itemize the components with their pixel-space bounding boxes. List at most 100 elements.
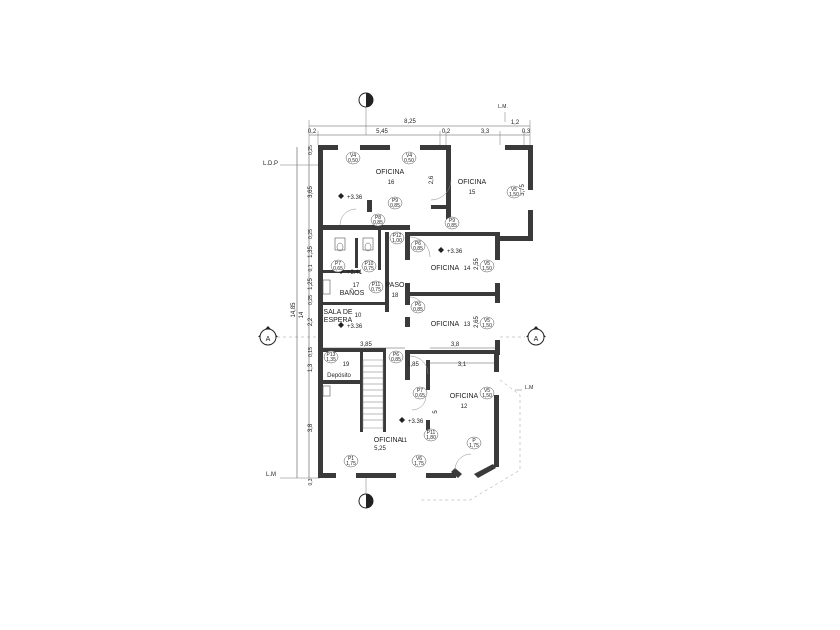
svg-text:P7: P7	[335, 261, 341, 267]
tag-v5-d: V51,50	[479, 386, 495, 400]
tag-p8: P80,85	[370, 213, 386, 227]
tag-p6-b: P60,85	[410, 300, 426, 314]
svg-text:1,35: 1,35	[326, 357, 336, 363]
tag-p9-a: P90,85	[387, 196, 403, 210]
dim-inner-d6: 3,8	[451, 342, 460, 348]
svg-text:V5: V5	[511, 187, 517, 193]
svg-text:0,85: 0,85	[413, 246, 423, 252]
svg-text:P6: P6	[393, 352, 399, 358]
dim-top-b: 5,45	[376, 129, 388, 135]
svg-text:P11: P11	[427, 430, 436, 436]
room-name-16: OFICINA	[376, 169, 405, 176]
room-name-13: OFICINA	[431, 321, 460, 328]
svg-text:1,50: 1,50	[482, 393, 492, 399]
room-name-12: OFICINA	[450, 393, 479, 400]
room-name-11: OFICINA	[374, 437, 403, 444]
room-name-15: OFICINA	[458, 179, 487, 186]
level-markers: +3.36 +3.36 +3.41 +3.36 +3.36	[338, 193, 463, 425]
room-name-17: BAÑOS	[340, 288, 365, 297]
dim-inner-d1: 2,6	[429, 175, 435, 184]
svg-text:V5: V5	[484, 261, 490, 267]
room-name2-10: ESPERA	[324, 317, 353, 324]
dim-inner-d5: 3,85	[360, 342, 372, 348]
svg-text:V4: V4	[406, 153, 412, 159]
tag-p1: P11,75	[343, 454, 359, 468]
inner-dimensions: 2,6 3,75 2,55 2,65 3,85 3,8 1,85 3,1 5 5…	[323, 175, 533, 452]
property-line	[420, 379, 521, 501]
svg-text:V4: V4	[350, 153, 356, 159]
tag-p6-a: P60,85	[410, 239, 426, 253]
svg-text:0,75: 0,75	[371, 287, 381, 293]
room-labels: OFICINA 16 OFICINA 15 OFICINA 14 OFICINA…	[323, 169, 486, 444]
svg-text:0,75: 0,75	[364, 266, 374, 272]
svg-text:P11: P11	[372, 282, 381, 288]
north-marker-bottom	[358, 478, 374, 509]
dim-left-c: 0,25	[308, 229, 314, 239]
svg-text:P13: P13	[327, 352, 336, 358]
dim-top-c: 0,2	[442, 129, 451, 135]
svg-text:0,65: 0,65	[333, 266, 343, 272]
svg-text:P1: P1	[348, 456, 354, 462]
lm-right-label: L.M	[525, 385, 533, 391]
svg-text:0,85: 0,85	[447, 223, 457, 229]
svg-text:1,80: 1,80	[426, 435, 436, 441]
dim-inner-d3: 2,55	[474, 258, 480, 270]
svg-text:P6: P6	[415, 241, 421, 247]
tag-v6: V61,75	[411, 454, 427, 468]
svg-text:1,75: 1,75	[346, 461, 356, 467]
svg-text:1,50: 1,50	[509, 192, 519, 198]
room-num-17: 17	[353, 283, 360, 289]
room-num-13: 13	[464, 322, 471, 328]
dim-left-e: 0,1	[308, 264, 314, 271]
lm-top-label: L.M.	[498, 104, 508, 110]
stairs	[362, 359, 384, 429]
svg-text:0,50: 0,50	[348, 158, 358, 164]
room-name-18: PASO	[386, 282, 405, 289]
room-num-14: 14	[464, 266, 471, 272]
ldp-label: L.D.P	[263, 161, 278, 167]
svg-text:P8: P8	[375, 215, 381, 221]
room-name-19: Depósito	[327, 373, 351, 379]
dim-left-m: 14	[299, 311, 305, 318]
dim-left-f: 1,25	[308, 278, 314, 290]
dim-left-d: 1,35	[308, 246, 314, 258]
toilet-icons	[322, 237, 374, 397]
svg-text:V5: V5	[484, 388, 490, 394]
opening-tags: V40,50 V40,50 V51,50 P90,85 P80,85 P90,8…	[323, 151, 522, 468]
dim-top-a: 0,2	[308, 129, 317, 135]
svg-text:0,85: 0,85	[373, 220, 383, 226]
dim-left-total: 14,85	[291, 302, 297, 318]
tag-v5-a: V51,50	[506, 185, 522, 199]
room-num-18: 18	[392, 293, 399, 299]
svg-text:P: P	[472, 438, 476, 444]
room-num-12: 12	[461, 404, 468, 410]
tag-p6-c: P60,85	[388, 350, 404, 364]
tag-v5-b: V51,50	[479, 259, 495, 273]
dim-left-k: 3,8	[308, 423, 314, 432]
dim-left-h: 2,2	[308, 317, 314, 326]
svg-text:1,75: 1,75	[414, 461, 424, 467]
svg-text:0,85: 0,85	[391, 357, 401, 363]
dim-inner-d4: 2,65	[474, 316, 480, 328]
dim-top-total: 8,25	[404, 119, 416, 125]
svg-text:P10: P10	[365, 261, 374, 267]
room-num-19: 19	[343, 362, 350, 368]
north-marker-top	[358, 92, 374, 135]
left-dimensions: 14,85 14 0,25 3,65 0,25 1,35 0,1 1,25 0,…	[263, 145, 320, 485]
room-num-16: 16	[388, 180, 395, 186]
svg-text:1,50: 1,50	[482, 266, 492, 272]
room-num-10: 10	[355, 313, 362, 319]
level-1: +3.36	[347, 195, 363, 201]
tag-v4-b: V40,50	[401, 151, 417, 165]
section-label-left: A	[266, 336, 271, 343]
svg-text:0,85: 0,85	[413, 307, 423, 313]
level-4: +3.36	[347, 324, 363, 330]
dim-inner-d2: 3,75	[520, 184, 526, 196]
room-num-15: 15	[469, 190, 476, 196]
dim-left-i: 0,15	[308, 347, 314, 357]
dim-top-d: 3,3	[481, 129, 490, 135]
